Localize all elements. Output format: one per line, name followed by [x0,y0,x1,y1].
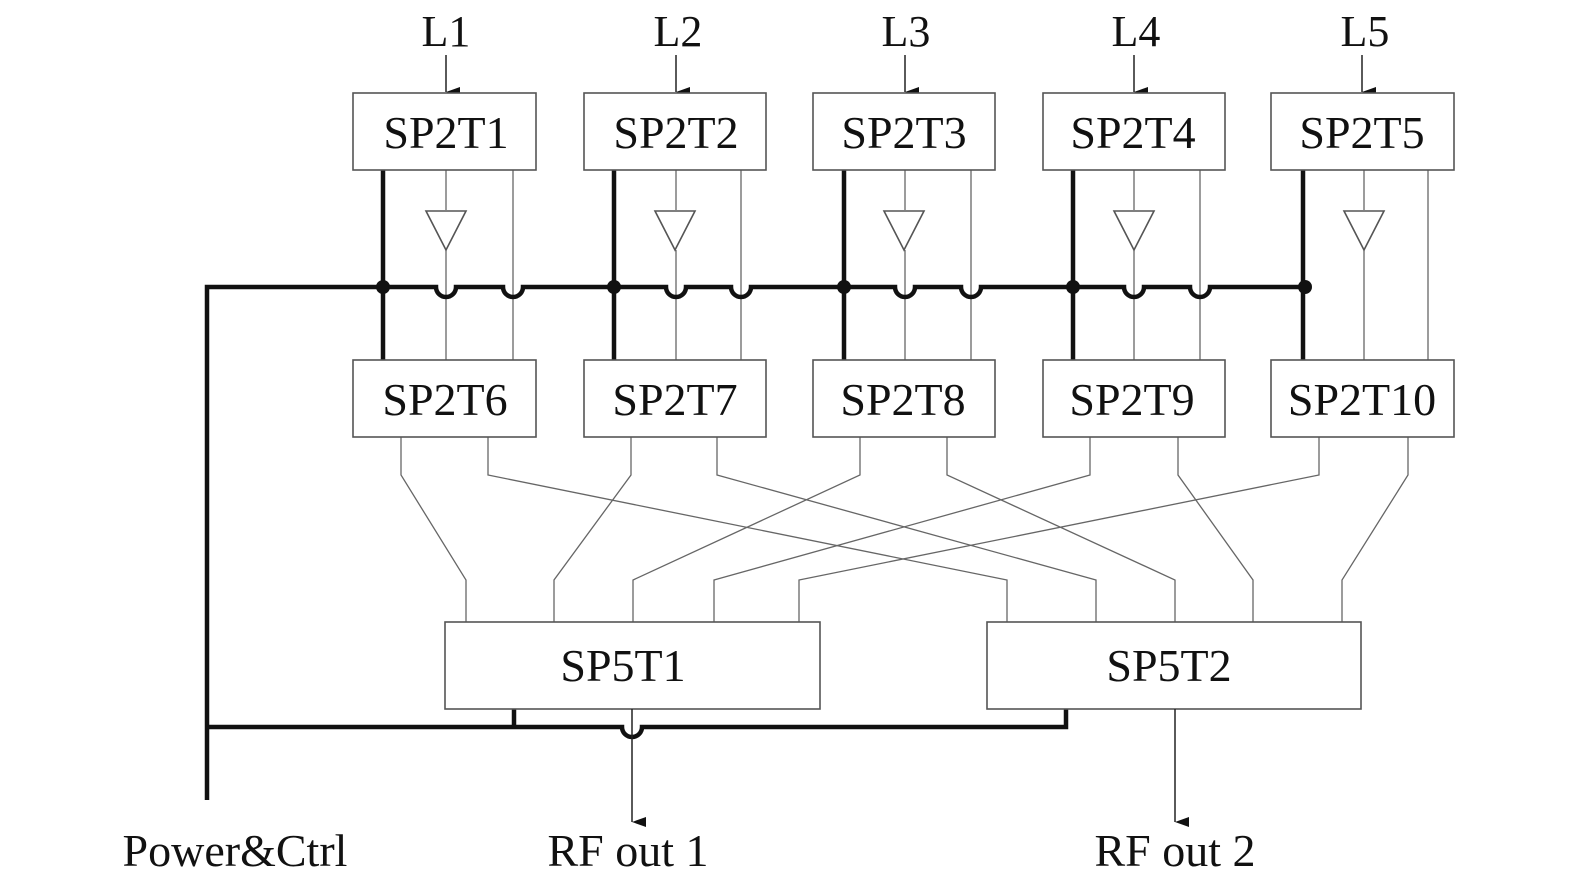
sp2t7-label: SP2T7 [612,374,737,425]
amplifier-icon-4 [1112,210,1156,252]
sp2t6-box [352,359,537,438]
rf-crossover-routing [400,437,1409,622]
sp2t9-label: SP2T9 [1069,374,1194,425]
sp5t2-box [986,621,1362,710]
sp2t6-label: SP2T6 [382,374,507,425]
power-ctrl-label: Power&Ctrl [123,825,348,876]
sp2t10-label: SP2T10 [1288,374,1436,425]
sp2t5-box [1270,92,1455,171]
sp2t1-box [352,92,537,171]
amplifier-icon-3 [882,210,926,252]
amplifier-icon-1 [424,210,468,252]
sp2t5-label: SP2T5 [1299,107,1424,158]
amplifier-icon-5 [1342,210,1386,252]
input-label-l5: L5 [1341,7,1390,56]
input-label-l2: L2 [654,7,703,56]
sp2t1-label: SP2T1 [383,107,508,158]
sp2t4-label: SP2T4 [1070,107,1195,158]
sp2t9-box [1042,359,1226,438]
sp2t8-box [812,359,996,438]
input-label-l1: L1 [422,7,471,56]
sp5t1-box [444,621,821,710]
sp2t8-label: SP2T8 [840,374,965,425]
input-label-l4: L4 [1112,7,1161,56]
sp2t7-box [583,359,767,438]
input-label-l3: L3 [882,7,931,56]
sp2t10-box [1270,359,1455,438]
sp2t4-box [1042,92,1226,171]
amplifier-paths [445,170,1429,360]
sp2t3-label: SP2T3 [841,107,966,158]
amplifier-icon-2 [653,210,697,252]
sp5t2-label: SP5T2 [1106,640,1231,691]
rf-out-1-label: RF out 1 [547,825,708,876]
sp2t2-box [583,92,767,171]
sp2t3-box [812,92,996,171]
power-control-bus [204,170,1312,800]
rf-out-2-label: RF out 2 [1094,825,1255,876]
sp2t2-label: SP2T2 [613,107,738,158]
sp5t1-label: SP5T1 [560,640,685,691]
